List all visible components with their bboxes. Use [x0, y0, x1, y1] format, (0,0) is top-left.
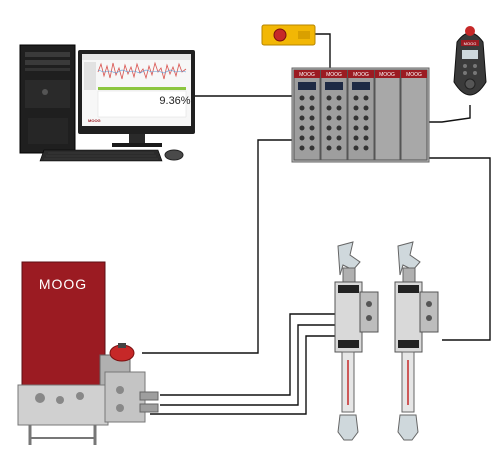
cables	[142, 33, 491, 415]
screen-brand-logo: MOOG	[88, 118, 101, 123]
pendant-jog-wheel-icon	[464, 78, 476, 90]
hydraulic-brand-label: MOOG	[39, 276, 87, 292]
pc-tower	[19, 44, 76, 154]
cable-hydraulic-to-actuator-1	[160, 313, 336, 396]
module-3-label: MOOG	[353, 72, 369, 78]
cable-estop-to-controller	[315, 33, 331, 68]
cable-hydraulic-to-actuator-2	[160, 324, 336, 406]
emergency-stop-box	[261, 24, 316, 46]
hydraulic-power-unit: MOOG	[17, 261, 159, 445]
pendant-estop-icon	[465, 26, 475, 36]
cable-controller-to-hydraulic	[142, 139, 292, 354]
actuator-left	[334, 241, 379, 441]
screen-chart	[97, 61, 187, 80]
cable-controller-to-actuator-right	[428, 157, 491, 341]
estop-button-icon	[273, 28, 287, 42]
keyboard	[39, 149, 163, 162]
mouse-icon	[164, 149, 184, 161]
controller-rack: MOOG MOOG MOOG MOOG	[291, 67, 430, 163]
module-1-label: MOOG	[299, 72, 315, 78]
percent-readout: 9.36%	[159, 95, 190, 107]
module-4-label: MOOG	[379, 72, 395, 78]
module-5-label: MOOG	[406, 72, 422, 78]
pendant-label: MOOG	[464, 41, 477, 46]
actuator-right	[394, 241, 439, 441]
monitor: 9.36% MOOG	[78, 50, 195, 147]
cable-hydraulic-to-actuator-3	[150, 335, 336, 415]
cable-pendant-to-controller	[428, 105, 471, 123]
screen-progress-bar	[98, 87, 186, 90]
handheld-pendant: MOOG	[453, 26, 487, 96]
module-2-label: MOOG	[326, 72, 342, 78]
